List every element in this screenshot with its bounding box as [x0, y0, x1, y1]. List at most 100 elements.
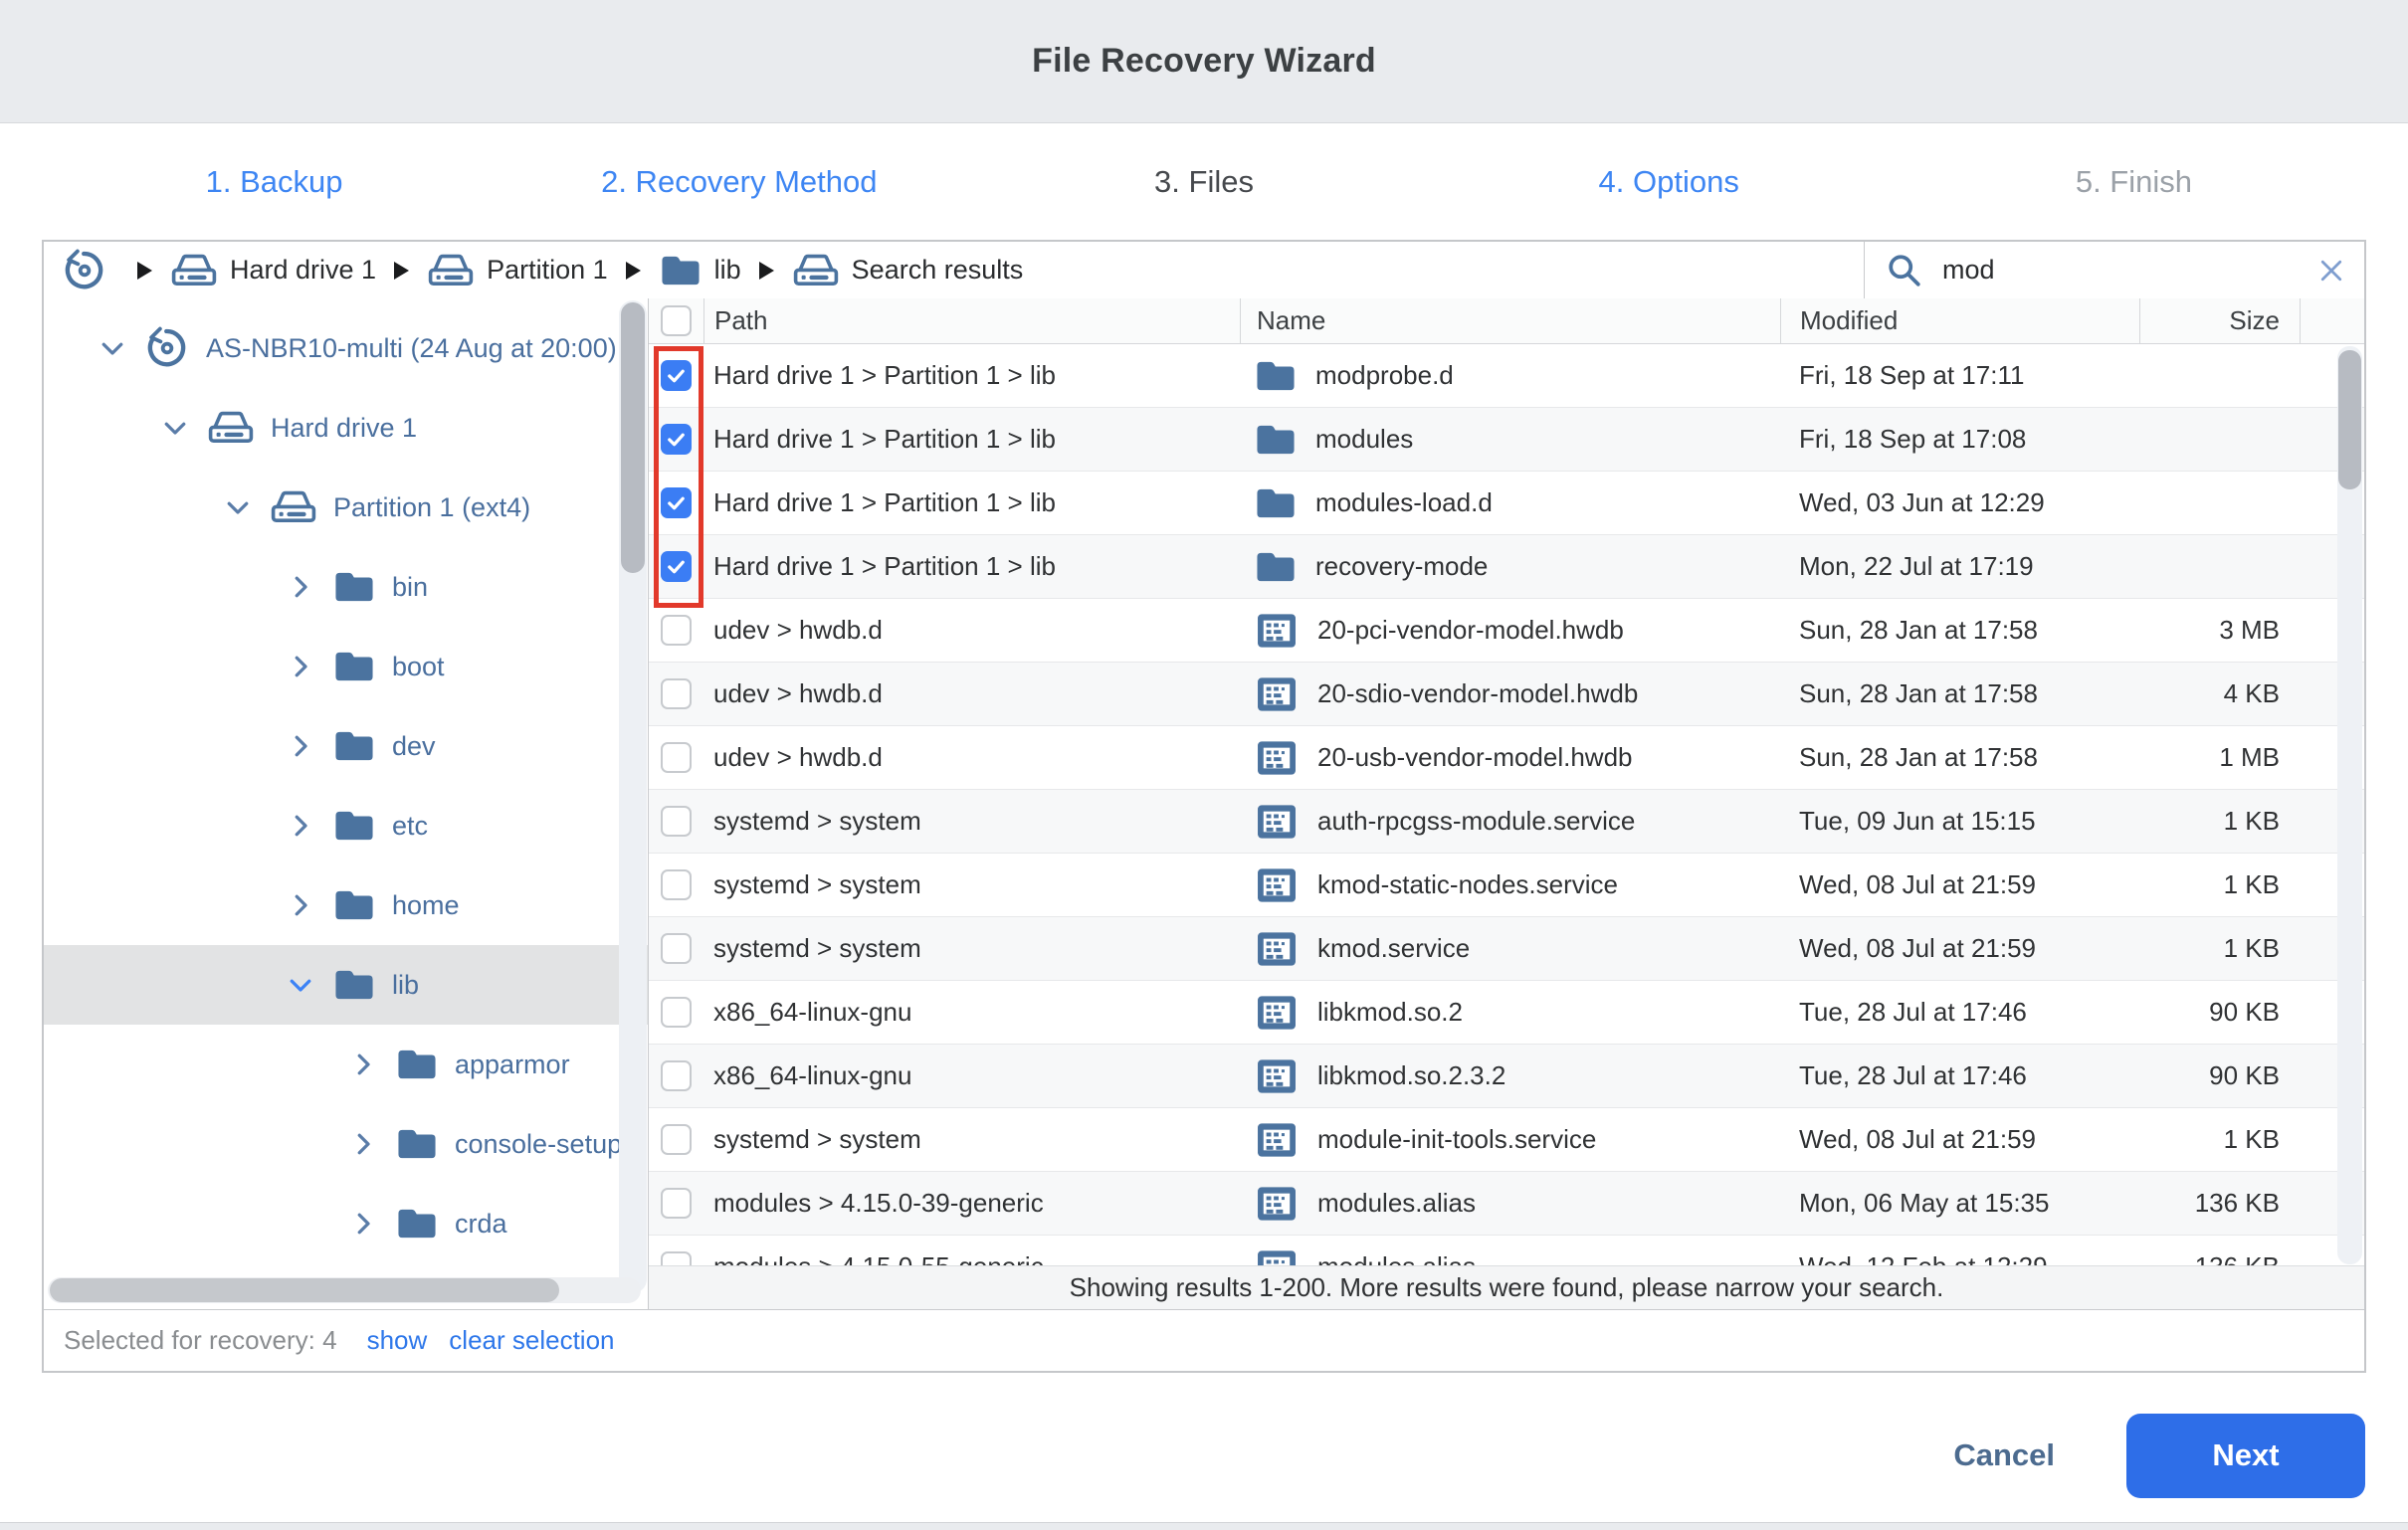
chevron-right-icon[interactable]	[285, 731, 316, 761]
row-path: x86_64-linux-gnu	[713, 997, 912, 1027]
backup-tree-panel: AS-NBR10-multi (24 Aug at 20:00) Hard dr…	[44, 298, 649, 1309]
row-checkbox[interactable]	[661, 1060, 692, 1091]
row-checkbox[interactable]	[661, 933, 692, 964]
row-checkbox[interactable]	[661, 1251, 692, 1266]
row-name-cell: 20-usb-vendor-model.hwdb	[1240, 735, 1780, 781]
chevron-down-icon[interactable]	[97, 333, 128, 363]
table-row[interactable]: Hard drive 1 > Partition 1 > lib modprob…	[649, 344, 2364, 408]
file-icon	[1254, 608, 1300, 654]
tree-item-boot[interactable]: boot	[44, 627, 648, 706]
folder-icon	[332, 649, 376, 684]
breadcrumb-item-lib[interactable]: lib	[659, 253, 741, 288]
tree-vertical-scrollbar-thumb[interactable]	[621, 302, 645, 573]
chevron-right-icon[interactable]	[347, 1050, 379, 1079]
tree-item-as-nbr10-multi-24-aug-at-20-00[interactable]: AS-NBR10-multi (24 Aug at 20:00)	[44, 308, 648, 388]
show-selection-link[interactable]: show	[366, 1325, 428, 1355]
breadcrumb-bar: Hard drive 1 Partition 1 lib Search resu…	[44, 242, 2364, 299]
column-header-path[interactable]: Path	[703, 298, 1240, 343]
wizard-step-1[interactable]: 1. Backup	[205, 163, 343, 199]
wizard-content-box: Hard drive 1 Partition 1 lib Search resu…	[42, 240, 2366, 1373]
search-box[interactable]	[1864, 242, 2364, 298]
tree-item-console-setup[interactable]: console-setup	[44, 1104, 648, 1184]
tree-item-lib[interactable]: lib	[44, 945, 648, 1025]
chevron-right-icon[interactable]	[285, 652, 316, 681]
table-row[interactable]: Hard drive 1 > Partition 1 > lib recover…	[649, 535, 2364, 599]
row-path: systemd > system	[713, 806, 921, 836]
column-header-modified[interactable]: Modified	[1780, 298, 2139, 343]
row-checkbox[interactable]	[661, 997, 692, 1028]
tree-horizontal-scrollbar-thumb[interactable]	[50, 1278, 559, 1302]
tree-vertical-scrollbar[interactable]	[619, 300, 647, 1293]
column-header-size[interactable]: Size	[2139, 298, 2300, 343]
row-path: x86_64-linux-gnu	[713, 1060, 912, 1090]
table-row[interactable]: Hard drive 1 > Partition 1 > lib modules…	[649, 408, 2364, 472]
row-checkbox-checked[interactable]	[661, 424, 692, 455]
clear-selection-link[interactable]: clear selection	[449, 1325, 615, 1355]
row-checkbox[interactable]	[661, 742, 692, 773]
tree-item-dev[interactable]: dev	[44, 706, 648, 786]
row-checkbox-checked[interactable]	[661, 487, 692, 518]
chevron-down-icon[interactable]	[285, 970, 316, 1000]
tree-item-home[interactable]: home	[44, 865, 648, 945]
table-row[interactable]: systemd > system kmod-static-nodes.servi…	[649, 854, 2364, 917]
table-row[interactable]: Hard drive 1 > Partition 1 > lib modules…	[649, 472, 2364, 535]
table-rows: Hard drive 1 > Partition 1 > lib modprob…	[649, 344, 2364, 1266]
row-checkbox[interactable]	[661, 678, 692, 709]
chevron-down-icon[interactable]	[222, 492, 254, 522]
search-input[interactable]	[1940, 254, 2308, 287]
chevron-down-icon[interactable]	[159, 413, 191, 443]
chevron-right-icon[interactable]	[347, 1209, 379, 1239]
row-checkbox[interactable]	[661, 1124, 692, 1155]
column-header-name[interactable]: Name	[1240, 298, 1780, 343]
tree-item-apparmor[interactable]: apparmor	[44, 1025, 648, 1104]
clear-search-icon[interactable]	[2316, 256, 2346, 286]
chevron-right-icon[interactable]	[347, 1129, 379, 1159]
cancel-button[interactable]: Cancel	[1947, 1436, 2061, 1474]
row-name: modules.alias	[1317, 1251, 1476, 1266]
tree-item-bin[interactable]: bin	[44, 547, 648, 627]
breadcrumb-item-partition-1[interactable]: Partition 1	[427, 253, 608, 288]
row-checkbox-checked[interactable]	[661, 551, 692, 582]
row-checkbox[interactable]	[661, 615, 692, 646]
tree-horizontal-scrollbar[interactable]	[48, 1277, 641, 1303]
next-button[interactable]: Next	[2126, 1413, 2365, 1498]
chevron-right-icon[interactable]	[285, 890, 316, 920]
chevron-right-icon[interactable]	[285, 811, 316, 841]
row-checkbox-cell	[649, 869, 703, 900]
main-area: AS-NBR10-multi (24 Aug at 20:00) Hard dr…	[44, 298, 2364, 1309]
file-icon	[1254, 735, 1300, 781]
row-checkbox-checked[interactable]	[661, 360, 692, 391]
table-row[interactable]: modules > 4.15.0-39-generic modules.alia…	[649, 1172, 2364, 1236]
row-checkbox[interactable]	[661, 869, 692, 900]
tree-item-etc[interactable]: etc	[44, 786, 648, 865]
breadcrumb-item-search-results[interactable]: Search results	[792, 253, 1023, 288]
wizard-step-4[interactable]: 4. Options	[1598, 163, 1739, 199]
select-all-checkbox[interactable]	[661, 305, 692, 336]
table-vertical-scrollbar-thumb[interactable]	[2338, 350, 2361, 489]
row-size: 90 KB	[2209, 1060, 2280, 1090]
row-checkbox[interactable]	[661, 1188, 692, 1219]
tree-item-crda[interactable]: crda	[44, 1184, 648, 1263]
table-vertical-scrollbar[interactable]	[2337, 346, 2362, 1264]
table-row[interactable]: systemd > system module-init-tools.servi…	[649, 1108, 2364, 1172]
row-name: 20-sdio-vendor-model.hwdb	[1317, 678, 1639, 708]
row-path: systemd > system	[713, 1124, 921, 1154]
row-name: kmod.service	[1317, 933, 1471, 963]
row-path: Hard drive 1 > Partition 1 > lib	[713, 487, 1056, 517]
table-row[interactable]: systemd > system auth-rpcgss-module.serv…	[649, 790, 2364, 854]
table-row[interactable]: modules > 4.15.0-55-generic modules.alia…	[649, 1236, 2364, 1266]
tree-item-hard-drive-1[interactable]: Hard drive 1	[44, 388, 648, 468]
breadcrumb-item-restore-point[interactable]	[62, 248, 119, 293]
breadcrumb-label: Partition 1	[487, 255, 608, 285]
chevron-right-icon[interactable]	[285, 572, 316, 602]
breadcrumb-item-hard-drive-1[interactable]: Hard drive 1	[170, 253, 376, 288]
row-checkbox[interactable]	[661, 806, 692, 837]
wizard-step-2[interactable]: 2. Recovery Method	[601, 163, 878, 199]
tree-item-partition-1-ext4[interactable]: Partition 1 (ext4)	[44, 468, 648, 547]
